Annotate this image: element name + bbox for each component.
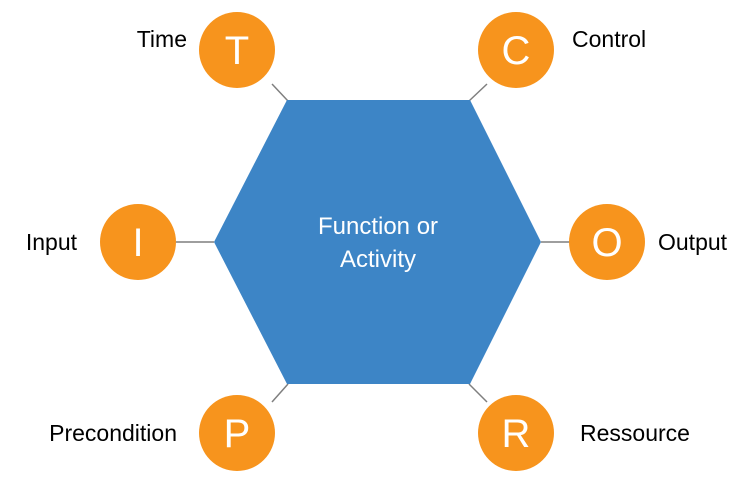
aspect-input-label: Input [26, 229, 78, 255]
aspect-precondition-circle [199, 395, 275, 471]
aspect-output-label: Output [658, 229, 728, 255]
function-hexagon [214, 100, 541, 384]
aspect-control: C Control [478, 12, 646, 88]
aspect-time-label: Time [137, 26, 187, 52]
aspect-control-circle [478, 12, 554, 88]
aspect-precondition-label: Precondition [49, 420, 177, 446]
aspect-output-letter: O [591, 221, 622, 265]
aspect-time: T Time [137, 12, 275, 88]
aspect-precondition: P Precondition [49, 395, 275, 471]
function-label-line1: Function or [318, 213, 438, 240]
function-label-line2: Activity [340, 246, 416, 273]
aspect-resource-label: Ressource [580, 420, 690, 446]
aspect-resource-circle [478, 395, 554, 471]
connector-control [468, 83, 488, 102]
connector-time [271, 83, 289, 102]
connector-resource [468, 383, 488, 403]
aspect-resource: R Ressource [478, 395, 690, 471]
aspect-control-letter: C [502, 29, 531, 73]
aspect-input: I Input [26, 204, 176, 280]
aspect-precondition-letter: P [224, 412, 251, 456]
aspect-control-label: Control [572, 26, 646, 52]
aspect-resource-letter: R [502, 412, 531, 456]
aspect-input-letter: I [132, 221, 143, 265]
aspect-output-circle [569, 204, 645, 280]
aspect-output: O Output [569, 204, 728, 280]
aspect-input-circle [100, 204, 176, 280]
aspect-time-letter: T [225, 29, 249, 73]
aspect-time-circle [199, 12, 275, 88]
connector-precondition [271, 383, 289, 403]
